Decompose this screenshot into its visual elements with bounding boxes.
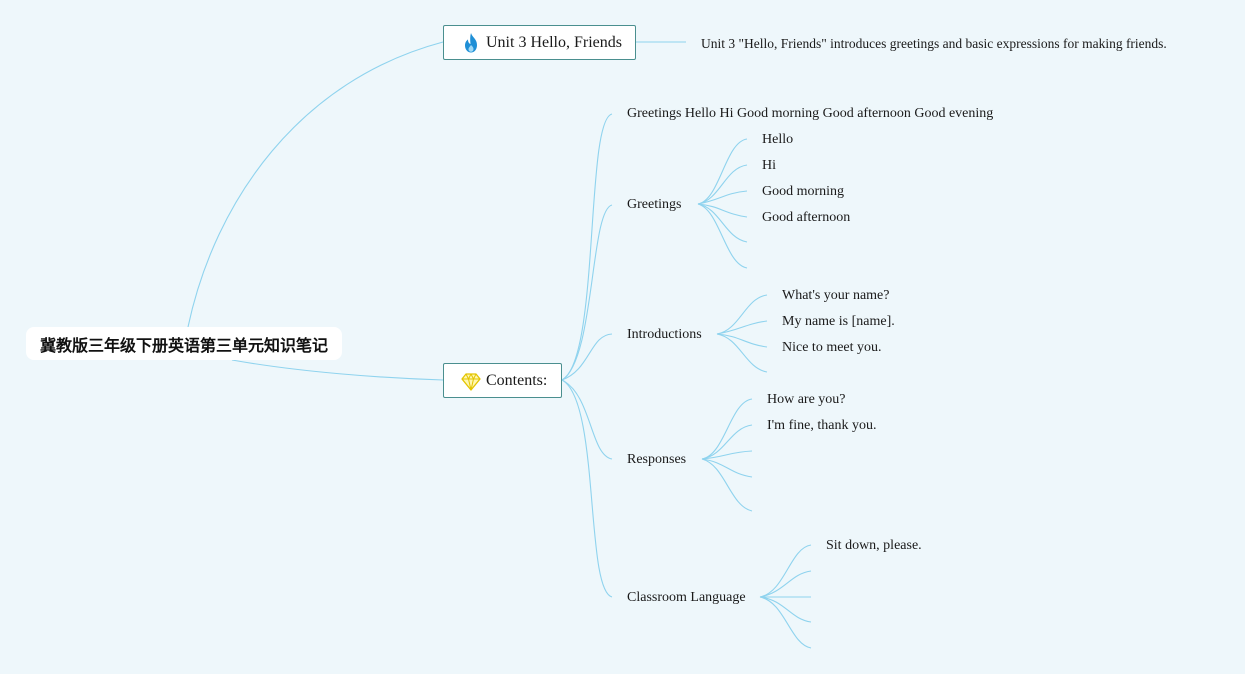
edge-resp-2 xyxy=(701,424,753,460)
responses-item: I'm fine, thank you. xyxy=(767,418,877,433)
greetings-item: Hi xyxy=(762,158,776,173)
edge-contents-greetings xyxy=(561,204,613,381)
unit-description: Unit 3 "Hello, Friends" introduces greet… xyxy=(701,36,1167,51)
unit-title: Unit 3 Hello, Friends xyxy=(486,33,622,51)
edge-resp-3 xyxy=(701,450,753,460)
edge-resp-1 xyxy=(701,398,753,460)
introductions-label[interactable]: Introductions xyxy=(627,327,702,342)
edge-resp-5 xyxy=(701,458,753,512)
greetings-item: Hello xyxy=(762,132,794,147)
edge-class-5 xyxy=(759,596,812,649)
edge-greetings-6 xyxy=(697,203,748,269)
greetings-item: Good morning xyxy=(762,184,845,199)
edge-greetings-3 xyxy=(697,190,748,205)
edge-greetings-5 xyxy=(697,203,748,243)
classroom-label[interactable]: Classroom Language xyxy=(627,590,746,605)
edge-class-4 xyxy=(759,596,812,623)
edge-greetings-4 xyxy=(697,203,748,218)
introductions-item: What's your name? xyxy=(782,288,890,303)
greetings-item: Good afternoon xyxy=(762,210,851,225)
diamond-icon xyxy=(460,370,482,392)
responses-label[interactable]: Responses xyxy=(627,452,687,467)
edge-greetings-1 xyxy=(697,138,748,205)
root-label: 冀教版三年级下册英语第三单元知识笔记 xyxy=(39,335,328,355)
edge-root-unit xyxy=(187,41,444,328)
edge-class-1 xyxy=(759,544,812,598)
edge-greetings-2 xyxy=(697,164,748,205)
contents-node[interactable]: Contents: xyxy=(443,363,562,398)
introductions-item: Nice to meet you. xyxy=(782,340,882,355)
edge-contents-summary xyxy=(561,113,613,381)
introductions-item: My name is [name]. xyxy=(782,314,895,329)
edge-contents-introductions xyxy=(561,333,613,381)
fire-icon xyxy=(460,32,482,54)
edge-class-2 xyxy=(759,570,812,598)
classroom-item: Sit down, please. xyxy=(826,538,922,553)
contents-summary: Greetings Hello Hi Good morning Good aft… xyxy=(627,106,994,121)
greetings-label[interactable]: Greetings xyxy=(627,197,682,212)
edge-intro-2 xyxy=(716,320,768,335)
edge-root-contents xyxy=(231,359,444,381)
edge-contents-responses xyxy=(561,379,613,460)
unit-node[interactable]: Unit 3 Hello, Friends xyxy=(443,25,636,60)
edge-contents-classroom xyxy=(561,379,613,598)
edge-resp-4 xyxy=(701,458,753,478)
edge-intro-4 xyxy=(716,333,768,373)
responses-item: How are you? xyxy=(767,392,846,407)
root-node[interactable]: 冀教版三年级下册英语第三单元知识笔记 xyxy=(26,327,342,360)
contents-title: Contents: xyxy=(486,371,548,389)
edge-intro-1 xyxy=(716,294,768,335)
edge-intro-3 xyxy=(716,333,768,348)
